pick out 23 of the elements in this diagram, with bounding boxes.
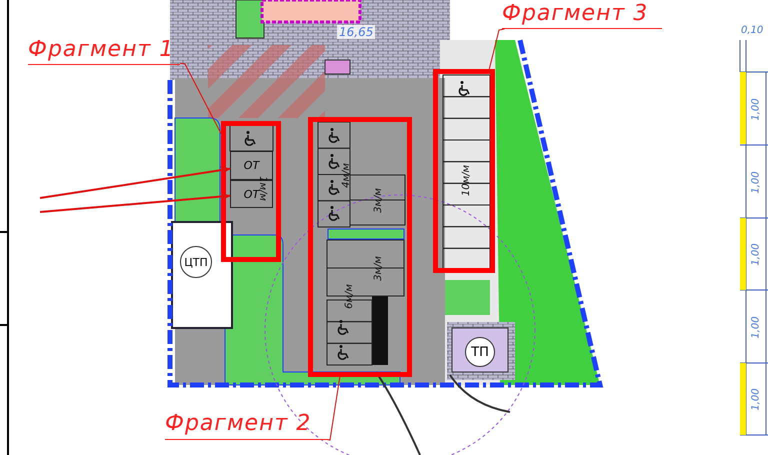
dimension-label: 1,00: [750, 316, 762, 338]
fragment-frame: [308, 117, 412, 377]
fragment-title: Фрагмент 1: [28, 36, 180, 65]
arrow: [40, 166, 231, 199]
fragment-frame: [221, 121, 281, 262]
capacity-label: 6м/м: [343, 284, 354, 308]
dimension-label: 1,00: [750, 242, 762, 266]
dimension-label: 16,65: [337, 25, 376, 39]
fragment-frame: [433, 69, 495, 273]
dimension-label: 1,00: [750, 388, 762, 410]
fragment-title: Фрагмент 3: [502, 0, 662, 29]
arrow: [40, 192, 231, 213]
dimension-label: 0,10: [741, 24, 764, 36]
leader-line: [326, 376, 340, 441]
fragment-title: Фрагмент 2: [165, 410, 327, 440]
capacity-label: 3м/м: [372, 256, 384, 280]
leader-line: [488, 28, 505, 70]
capacity-label: 4м/м: [340, 162, 352, 188]
dimension-label: 1,00: [750, 98, 762, 120]
capacity-label: 3м/м: [372, 188, 384, 212]
leader-line: [180, 62, 222, 134]
capacity-label: 10м/м: [460, 164, 472, 196]
dimension-label: 1,00: [750, 170, 762, 194]
